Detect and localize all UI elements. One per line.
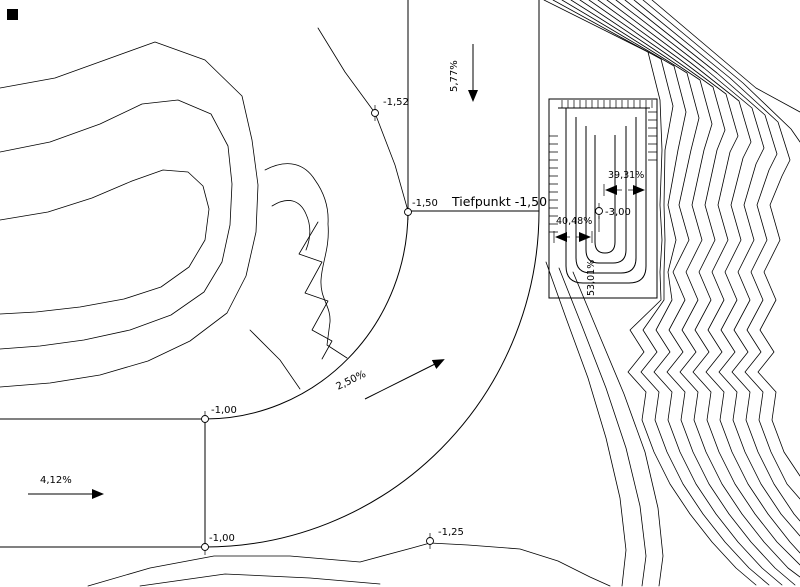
contour-line (642, 0, 800, 143)
roads (0, 0, 540, 548)
contour-line (264, 163, 348, 359)
contour-line (579, 0, 800, 578)
marker-100-upper (201, 411, 209, 427)
contour-line (615, 0, 800, 522)
hatch-ticks (561, 100, 653, 108)
label-slope-down: 5,77% (449, 60, 460, 92)
contour-line (597, 0, 800, 554)
marker-125 (426, 533, 434, 549)
contour-line (651, 0, 800, 113)
marker-150 (404, 204, 412, 220)
contour-line (570, 0, 796, 586)
ramp-lane-outline (565, 108, 647, 284)
plot-mark (7, 9, 18, 20)
label-ramp-grade-left: 40,48% (556, 216, 592, 227)
contour-line (271, 200, 311, 251)
ramp-lane-outline (585, 126, 627, 264)
contour-line (545, 261, 627, 587)
elevation-markers (201, 105, 603, 555)
contour-line (552, 0, 770, 586)
contour-line (543, 0, 757, 586)
contour-line (572, 271, 664, 587)
label-ramp-grade-bottom: 53,01% (586, 260, 597, 296)
contour-line (0, 41, 259, 388)
label-point-125: -1,25 (438, 527, 464, 538)
contour-line (0, 169, 210, 315)
ramp-island-outline (594, 135, 616, 254)
contour-line (624, 0, 800, 500)
label-point-100-lower: -1,00 (209, 533, 235, 544)
contour-line (606, 0, 800, 537)
text-labels: Tiefpunkt -1,50 -1,50 -1,52 -1,00 -1,00 … (40, 60, 644, 544)
contours-right (543, 0, 800, 586)
marker-100-lower (201, 539, 209, 555)
contour-line (588, 0, 800, 566)
contour-line (561, 0, 783, 586)
building-outline (548, 98, 658, 299)
slope-arrow-curve (364, 359, 445, 400)
label-ramp-grade-right: 39,31% (608, 170, 644, 181)
contours-left (0, 27, 409, 390)
contours-bottom (87, 261, 664, 587)
contour-line (139, 573, 381, 587)
dimension-ticks (603, 184, 647, 196)
contour-line (558, 267, 647, 587)
label-point-152: -1,52 (383, 97, 409, 108)
road-arc-inner (204, 210, 409, 420)
label-point-100-upper: -1,00 (211, 405, 237, 416)
dimension-ticks (553, 231, 593, 243)
ramp-lane-outline (575, 117, 637, 274)
label-slope-curve: 2,50% (334, 369, 367, 393)
marker-152 (371, 105, 379, 121)
contour-line (87, 542, 611, 587)
label-point-300: -3,00 (605, 207, 631, 218)
ramp-structure (548, 98, 658, 299)
contour-line (298, 221, 333, 360)
label-tiefpunkt: Tiefpunkt -1,50 (451, 194, 547, 209)
hatch-ticks (549, 135, 558, 233)
label-point-150: -1,50 (412, 198, 438, 209)
contour-line (633, 0, 800, 477)
hatch-ticks (648, 111, 657, 161)
slope-arrows (28, 44, 478, 499)
contour-line (249, 329, 301, 390)
contour-line (0, 99, 233, 350)
marker-300 (595, 203, 603, 219)
label-slope-left: 4,12% (40, 475, 72, 486)
road-arc-outer (204, 210, 540, 548)
contour-line (317, 27, 409, 212)
